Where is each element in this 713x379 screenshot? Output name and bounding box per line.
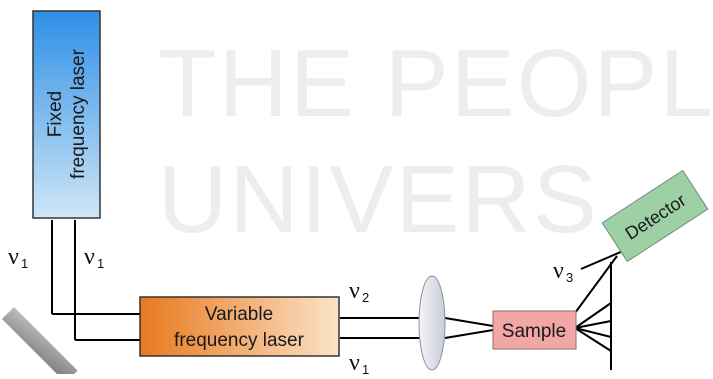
fixed-frequency-laser: Fixed frequency laser xyxy=(32,10,101,219)
beam-sample-out-2 xyxy=(574,320,612,329)
nu-subscript: 1 xyxy=(362,362,369,374)
label-nu1-right: ν 1 xyxy=(84,244,104,271)
watermark: THE PEOPL UNIVERS xyxy=(158,30,713,253)
watermark-line-1: THE PEOPL xyxy=(158,30,713,137)
sample: Sample xyxy=(492,310,577,350)
detector-box xyxy=(601,169,709,263)
fixed-laser-label-line-1: Fixed xyxy=(45,91,66,137)
nu-subscript: 1 xyxy=(97,256,104,271)
variable-frequency-laser: Variable frequency laser xyxy=(139,296,340,357)
detector: Detector xyxy=(601,169,709,263)
beam-paths xyxy=(51,220,631,370)
watermark-line-2: UNIVERS xyxy=(158,146,599,253)
sample-box xyxy=(492,310,577,350)
sample-label: Sample xyxy=(502,321,566,342)
beam-lens-to-sample-top xyxy=(444,317,494,327)
nu-subscript: 2 xyxy=(362,290,369,305)
focusing-lens xyxy=(418,275,446,371)
nu-subscript: 3 xyxy=(566,270,573,285)
beam-sample-out-1 xyxy=(574,302,612,329)
mirror xyxy=(1,307,78,379)
beam-sample-out-3 xyxy=(574,327,612,338)
label-nu3: ν 3 xyxy=(553,258,573,285)
variable-laser-label-line-2: frequency laser xyxy=(174,330,305,351)
nu-symbol: ν xyxy=(349,278,360,304)
frequency-labels: ν 1 ν 1 ν 2 ν 1 ν 3 xyxy=(8,244,573,377)
variable-laser-label-line-1: Variable xyxy=(205,304,273,325)
nu-symbol: ν xyxy=(349,350,360,374)
nu-subscript: 1 xyxy=(21,256,28,271)
beam-lens-to-sample-bottom xyxy=(444,329,494,339)
fixed-laser-box xyxy=(32,10,101,219)
label-nu2: ν 2 xyxy=(349,278,369,305)
variable-laser-box xyxy=(139,296,340,357)
nu-symbol: ν xyxy=(553,258,564,284)
label-nu1-left: ν 1 xyxy=(8,244,28,271)
nu-symbol: ν xyxy=(84,244,95,270)
nu-symbol: ν xyxy=(8,244,19,270)
label-nu1-bottom: ν 1 xyxy=(349,350,369,377)
beam-sample-out-4 xyxy=(574,327,612,352)
fixed-laser-label-line-2: frequency laser xyxy=(68,48,89,179)
